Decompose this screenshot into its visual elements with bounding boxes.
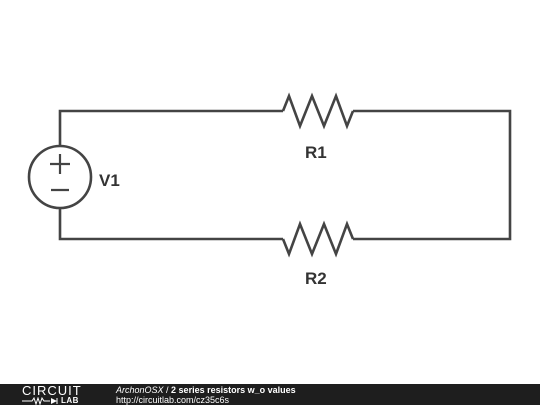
resistor-r2 [281, 220, 355, 258]
wire-right [353, 109, 512, 241]
wire-bottom-left [58, 209, 283, 241]
source-circle [27, 144, 93, 210]
schematic-url[interactable]: http://circuitlab.com/cz35c6s [116, 395, 230, 405]
footer-info: ArchonOSX / 2 series resistors w_o value… [116, 385, 296, 405]
circuitlab-logo[interactable]: CIRCUIT LAB [6, 384, 106, 405]
voltage-source-v1 [27, 144, 93, 210]
footer-title-line: ArchonOSX / 2 series resistors w_o value… [116, 385, 296, 395]
label-r2: R2 [305, 269, 327, 288]
logo-text-circuit: CIRCUIT [22, 383, 82, 398]
schematic-title: 2 series resistors w_o values [171, 385, 296, 395]
resistor-r1 [281, 92, 355, 130]
author-link[interactable]: ArchonOSX [116, 385, 164, 395]
footer-bar: CIRCUIT LAB ArchonOSX / 2 series resisto… [0, 384, 540, 405]
label-v1: V1 [99, 171, 120, 190]
title-separator: / [163, 385, 172, 395]
logo-resistor-icon [22, 397, 58, 405]
logo-text-lab: LAB [61, 396, 79, 405]
label-r1: R1 [305, 143, 327, 162]
wire-top-left [58, 109, 283, 146]
circuit-diagram: V1 R1 R2 [27, 92, 512, 288]
